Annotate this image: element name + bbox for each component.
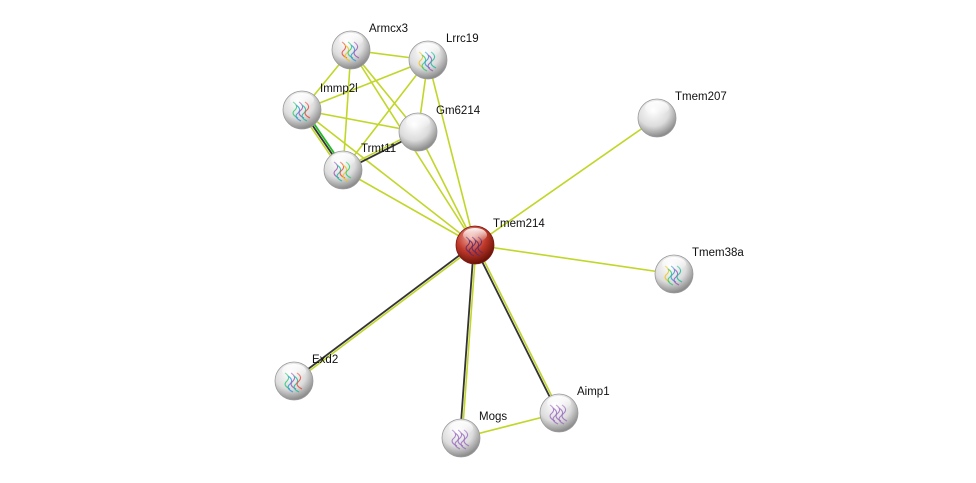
node-immp2l[interactable]: Immp2l xyxy=(282,83,358,130)
edge-armcx3-trmt11[interactable] xyxy=(342,49,352,171)
edge-tmem207-tmem214[interactable] xyxy=(474,117,658,246)
node-highlight xyxy=(282,364,306,378)
node-highlight xyxy=(463,228,487,242)
node-label: Armcx3 xyxy=(369,23,408,35)
node-gm6214[interactable]: Gm6214 xyxy=(398,105,481,152)
edge-trmt11-tmem214[interactable] xyxy=(342,169,476,246)
node-highlight xyxy=(449,421,473,435)
edge-mogs-tmem214[interactable] xyxy=(461,245,477,439)
node-label: Exd2 xyxy=(312,354,338,366)
edge-gm6214-tmem214[interactable] xyxy=(417,131,476,246)
edge-lrrc19-trmt11[interactable] xyxy=(342,59,429,171)
node-trmt11[interactable]: Trmt11 xyxy=(323,143,396,190)
edge-lrrc19-immp2l[interactable] xyxy=(301,59,429,111)
edge-aimp1-tmem214[interactable] xyxy=(473,245,559,414)
node-highlight xyxy=(331,153,355,167)
edge-immp2l-tmem214[interactable] xyxy=(301,109,476,246)
edge-exd2-tmem214[interactable] xyxy=(292,243,475,381)
node-mogs[interactable]: Mogs xyxy=(441,411,507,458)
node-label: Trmt11 xyxy=(361,143,396,155)
node-highlight xyxy=(662,257,686,271)
edge-mogs-tmem214[interactable] xyxy=(459,244,475,438)
node-label: Gm6214 xyxy=(436,105,481,117)
edge-immp2l-gm6214[interactable] xyxy=(301,109,419,133)
node-label: Mogs xyxy=(479,411,507,423)
node-highlight xyxy=(290,93,314,107)
node-highlight xyxy=(339,33,363,47)
node-label: Tmem38a xyxy=(692,247,744,259)
edge-aimp1-tmem214[interactable] xyxy=(475,244,561,413)
node-label: Immp2l xyxy=(320,83,358,95)
edge-lrrc19-tmem214[interactable] xyxy=(427,59,476,246)
node-armcx3[interactable]: Armcx3 xyxy=(331,23,408,70)
node-highlight xyxy=(547,396,571,410)
node-highlight xyxy=(406,115,430,129)
node-aimp1[interactable]: Aimp1 xyxy=(539,386,610,433)
node-highlight xyxy=(645,101,669,115)
node-label: Aimp1 xyxy=(577,386,610,398)
node-highlight xyxy=(416,43,440,57)
edge-exd2-tmem214[interactable] xyxy=(294,245,477,383)
node-label: Tmem207 xyxy=(675,91,727,103)
node-lrrc19[interactable]: Lrrc19 xyxy=(408,33,479,80)
edge-tmem38a-tmem214[interactable] xyxy=(474,244,675,275)
node-exd2[interactable]: Exd2 xyxy=(274,354,338,401)
node-tmem207[interactable]: Tmem207 xyxy=(637,91,727,138)
node-label: Tmem214 xyxy=(493,218,545,230)
node-tmem214[interactable]: Tmem214 xyxy=(455,218,545,265)
node-label: Lrrc19 xyxy=(446,33,479,45)
node-tmem38a[interactable]: Tmem38a xyxy=(654,247,744,294)
